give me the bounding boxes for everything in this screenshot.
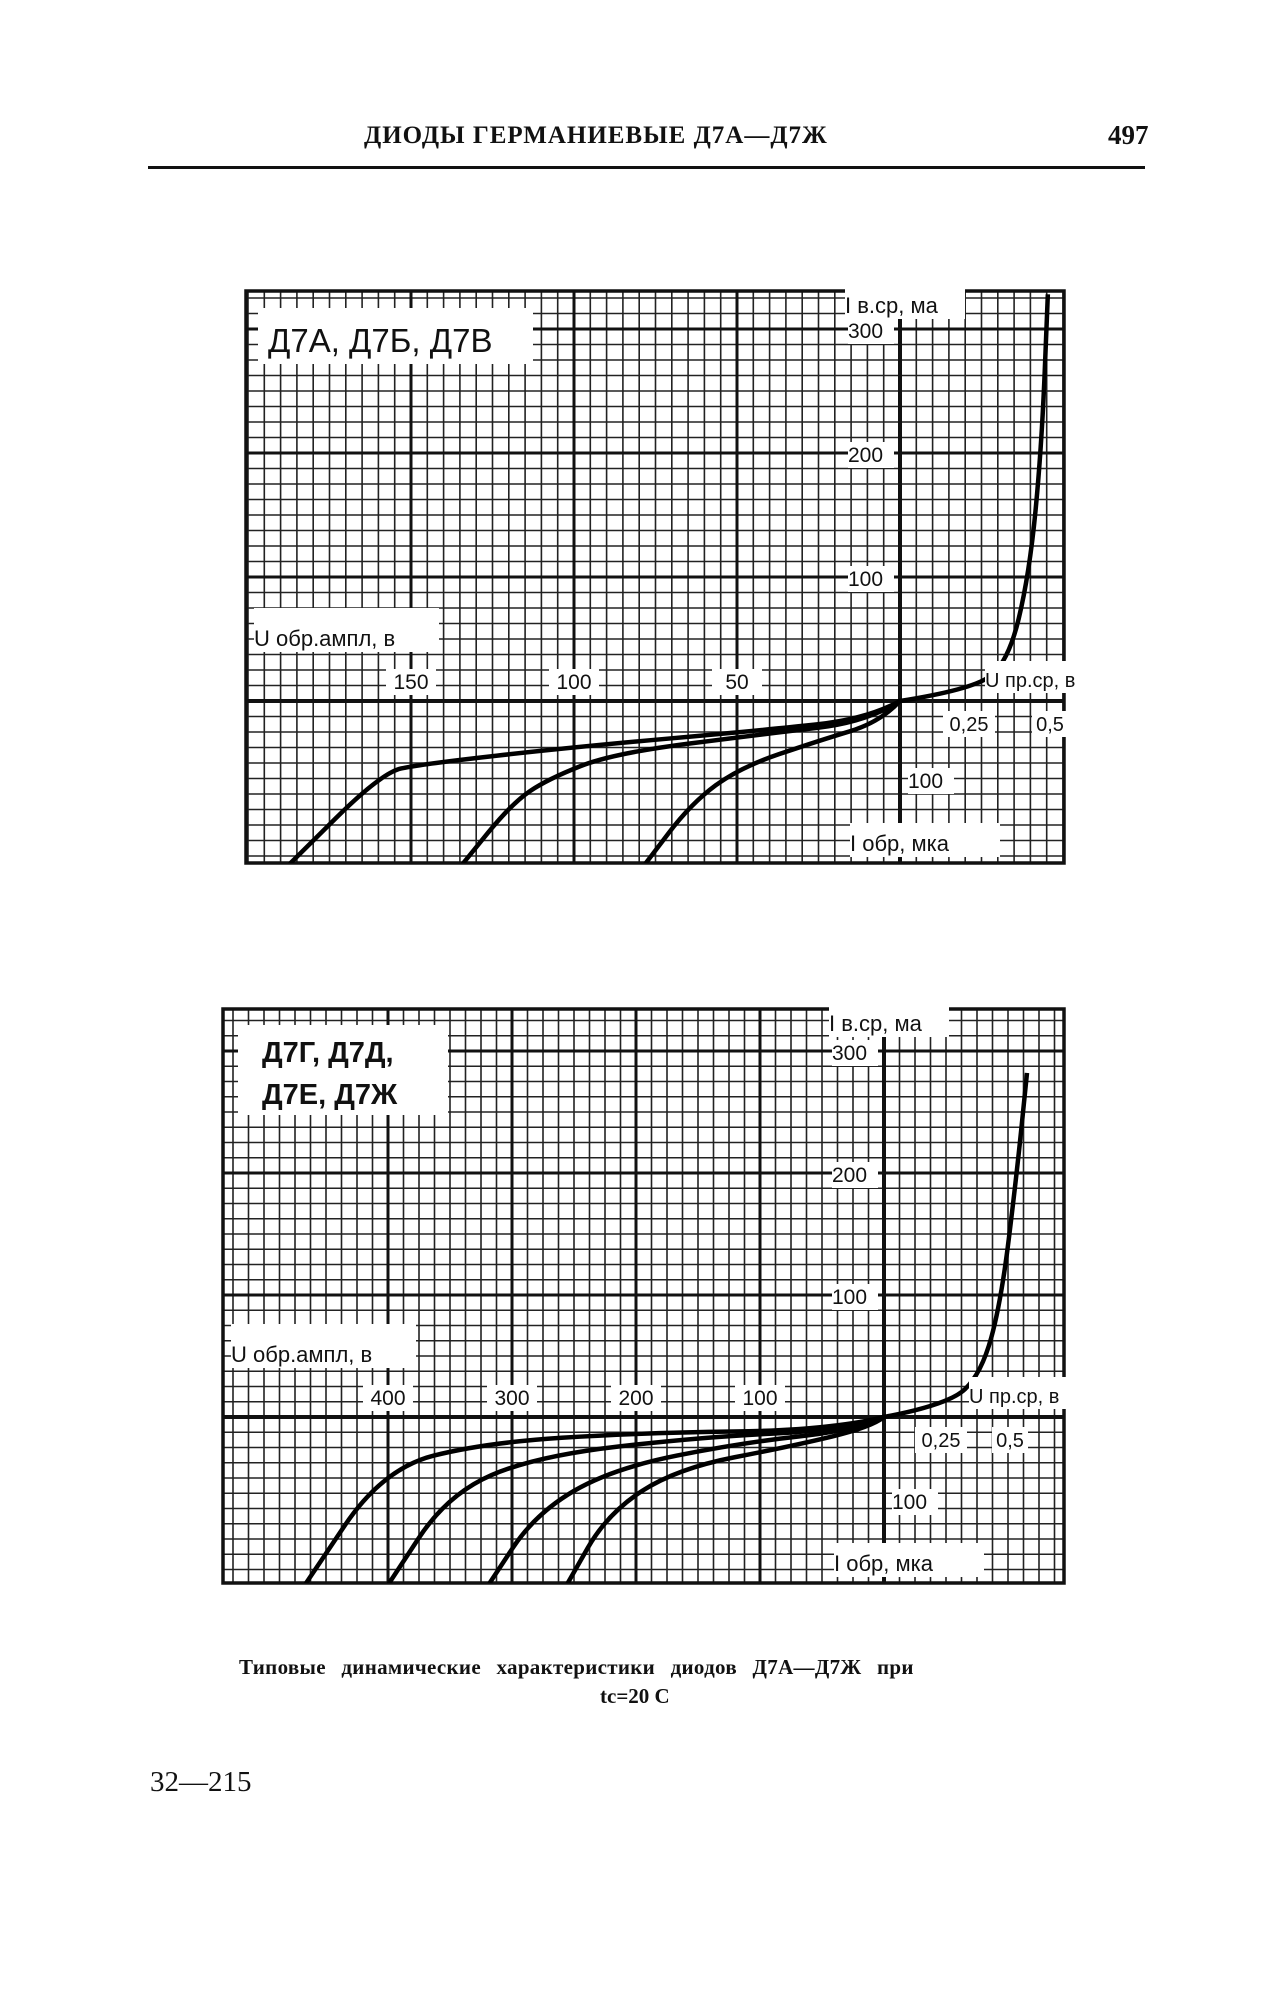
x-tick-label-bg: [915, 1427, 967, 1453]
y-axis-label-forward: I в.ср, ма: [829, 1011, 923, 1036]
chart-frame: [244, 289, 1066, 865]
y-axis-label-reverse-bg: [850, 823, 1000, 857]
chart-title-bg: [238, 1025, 448, 1115]
x-tick-label-bg: [549, 669, 599, 695]
reverse-curve-1: [288, 698, 903, 863]
x-tick-label: 150: [393, 671, 428, 694]
y-tick-label-bg: [892, 1489, 938, 1515]
y-tick-label-bg: [848, 318, 894, 344]
x-tick-label-bg: [1032, 711, 1068, 737]
x-tick-label-bg: [386, 669, 436, 695]
y-tick-label: 100: [832, 1286, 867, 1309]
forward-curve: [883, 1072, 1030, 1420]
chart-title: Д7А, Д7Б, Д7В: [268, 322, 492, 359]
y-axis-label-reverse-bg: [834, 1543, 984, 1577]
y-tick-label: 100: [908, 770, 943, 793]
y-axis-label-forward-bg: [829, 1003, 949, 1037]
x-tick-label: 0,5: [1036, 714, 1064, 736]
x-axis-label-forward-bg: [969, 1377, 1079, 1409]
x-axis-label-reverse: U обр.ампл, в: [231, 1342, 372, 1367]
y-tick-label: 200: [832, 1164, 867, 1187]
x-tick-label-bg: [611, 1385, 661, 1411]
y-tick-label-bg: [848, 442, 894, 468]
x-axis-label-reverse-bg: [254, 608, 439, 652]
x-tick-label: 300: [494, 1387, 529, 1410]
y-axis-label-reverse: I обр, мка: [850, 831, 950, 856]
y-tick-label: 200: [848, 444, 883, 467]
x-tick-label-bg: [992, 1427, 1028, 1453]
x-axis-label-reverse-bg: [231, 1324, 416, 1368]
x-tick-label: 400: [370, 1387, 405, 1410]
x-tick-label: 100: [742, 1387, 777, 1410]
y-tick-label: 300: [848, 320, 883, 343]
x-axis-label-forward: U пр.ср, в: [969, 1386, 1059, 1408]
y-tick-label-bg: [832, 1284, 878, 1310]
x-tick-label-bg: [943, 711, 995, 737]
x-tick-label: 0,5: [996, 1430, 1024, 1452]
y-tick-label-bg: [848, 566, 894, 592]
figure-caption: Типовые динамические характеристики диод…: [239, 1655, 914, 1679]
reverse-curve-2: [460, 698, 903, 863]
x-axis-label-forward-bg: [985, 661, 1095, 693]
x-tick-label: 100: [556, 671, 591, 694]
x-tick-label: 200: [618, 1387, 653, 1410]
running-header-title: ДИОДЫ ГЕРМАНИЕВЫЕ Д7А—Д7Ж: [364, 122, 828, 149]
reverse-curve-3: [643, 698, 903, 863]
x-tick-label-bg: [712, 669, 762, 695]
y-tick-label-bg: [908, 768, 954, 794]
x-tick-label: 0,25: [950, 714, 989, 736]
reverse-curve-2: [386, 1414, 887, 1583]
forward-curve: [899, 294, 1051, 704]
y-axis-label-forward: I в.ср, ма: [845, 293, 939, 318]
x-axis-label-reverse: U обр.ампл, в: [254, 626, 395, 651]
page-number: 497: [1108, 120, 1149, 150]
y-tick-label-bg: [832, 1040, 878, 1066]
y-tick-label: 100: [892, 1491, 927, 1514]
x-tick-label: 50: [725, 671, 748, 694]
x-tick-label-bg: [487, 1385, 537, 1411]
chart-title-line: Д7Г, Д7Д,: [262, 1037, 394, 1069]
x-tick-label: 0,25: [922, 1430, 961, 1452]
x-tick-label-bg: [735, 1385, 785, 1411]
y-tick-label-bg: [832, 1162, 878, 1188]
chart-frame: [221, 1007, 1066, 1585]
reverse-curve-1: [303, 1414, 887, 1583]
header-rule: [148, 166, 1145, 169]
reverse-curve-4: [565, 1414, 887, 1583]
y-axis-label-forward-bg: [845, 285, 965, 319]
figure-caption-temperature: tс=20 С: [600, 1684, 670, 1708]
printer-signature: 32—215: [150, 1766, 252, 1798]
reverse-curve-3: [487, 1414, 887, 1583]
x-axis-label-forward: U пр.ср, в: [985, 670, 1075, 692]
y-axis-label-reverse: I обр, мка: [834, 1551, 934, 1576]
y-tick-label: 300: [832, 1042, 867, 1065]
chart-title-line: Д7Е, Д7Ж: [262, 1079, 398, 1111]
chart-title-bg: [258, 308, 533, 364]
x-tick-label-bg: [363, 1385, 413, 1411]
y-tick-label: 100: [848, 568, 883, 591]
